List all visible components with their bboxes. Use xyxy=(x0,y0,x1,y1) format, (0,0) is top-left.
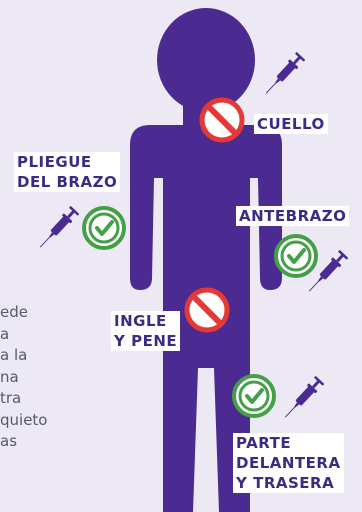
syringe-legs xyxy=(280,375,325,422)
legs-label-line3: Y TRASERA xyxy=(236,474,335,492)
forearm-label: ANTEBRAZO xyxy=(236,206,350,226)
side-paragraph: ede a a la na tra quieto as xyxy=(0,302,62,453)
side-text-line: ede xyxy=(0,303,28,321)
check-icon xyxy=(82,206,126,250)
elbow-label-line2: DEL BRAZO xyxy=(17,173,118,191)
prohibited-icon xyxy=(199,97,245,143)
neck-label-text: CUELLO xyxy=(257,115,325,133)
legs-label-line1: PARTE xyxy=(236,434,292,452)
side-text-line: a la xyxy=(0,346,28,364)
groin-label-line2: Y PENE xyxy=(114,332,178,350)
side-text-line: na xyxy=(0,367,19,386)
side-text-line: as xyxy=(0,432,18,450)
groin-label-line1: INGLE xyxy=(114,312,167,330)
side-text-line: a xyxy=(0,324,10,343)
legs-label: PARTE DELANTERA Y TRASERA xyxy=(233,433,344,493)
groin-label: INGLE Y PENE xyxy=(111,311,181,351)
legs-label-line2: DELANTERA xyxy=(236,454,341,472)
side-text-line: quieto xyxy=(0,410,48,429)
neck-label: CUELLO xyxy=(254,114,328,134)
elbow-label: PLIEGUE DEL BRAZO xyxy=(14,152,121,192)
prohibited-icon xyxy=(184,287,230,333)
elbow-label-line1: PLIEGUE xyxy=(17,153,92,171)
syringe-elbow xyxy=(35,205,80,252)
check-icon xyxy=(232,374,276,418)
side-text-line: tra xyxy=(0,389,22,407)
forearm-label-text: ANTEBRAZO xyxy=(239,207,347,225)
check-icon xyxy=(274,234,318,278)
syringe-neck xyxy=(261,51,306,98)
